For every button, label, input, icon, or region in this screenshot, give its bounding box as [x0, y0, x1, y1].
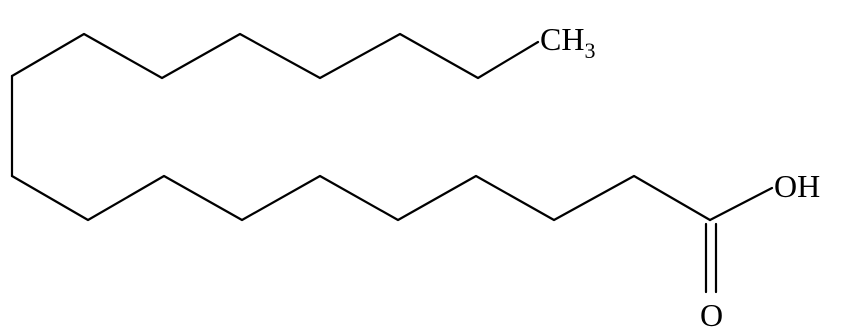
hydroxyl-label: OH: [774, 168, 820, 204]
lower-chain-bonds: [10, 174, 712, 222]
upper-chain-bonds: [10, 32, 540, 80]
carbonyl-oxygen-label: O: [700, 297, 723, 332]
hydroxyl-bond: [708, 186, 774, 222]
methyl-subscript: 3: [584, 38, 595, 63]
methyl-ch-text: CH: [540, 21, 584, 57]
methyl-group-label: CH3: [540, 21, 595, 63]
